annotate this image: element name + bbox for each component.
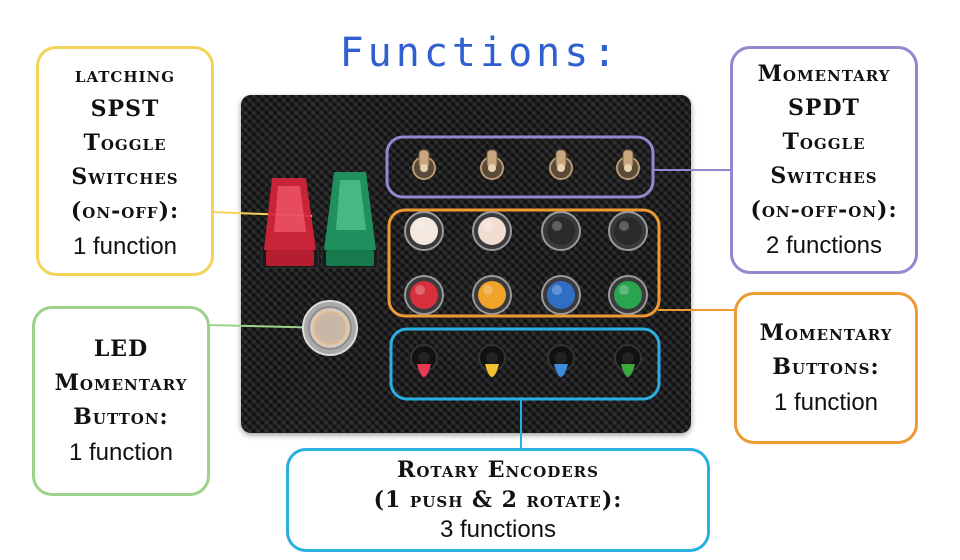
rotary-encoders-callout: Rotary Encoders (1 push & 2 rotate): 3 f… — [286, 448, 710, 552]
spdt-switch-heading: Momentary SPDT Toggle Switches (on-off-o… — [750, 61, 898, 223]
control-panel — [241, 95, 691, 433]
momentary-buttons-functions: 1 function — [773, 389, 879, 416]
momentary-buttons-callout: Momentary Buttons: 1 function — [734, 292, 918, 444]
spdt-switch-callout: Momentary SPDT Toggle Switches (on-off-o… — [730, 46, 918, 274]
latching-switch-heading: latching SPST Toggle Switches (on-off): — [70, 62, 180, 224]
rotary-encoders-heading: Rotary Encoders (1 push & 2 rotate): — [373, 457, 623, 513]
rotary-encoders-functions: 3 functions — [439, 516, 557, 543]
latching-switch-callout: latching SPST Toggle Switches (on-off): … — [36, 46, 214, 276]
led-button-heading: LED Momentary Button: — [54, 336, 188, 430]
latching-switch-functions: 1 function — [72, 233, 178, 260]
page-title: Functions: — [339, 30, 621, 76]
spdt-switch-functions: 2 functions — [765, 232, 883, 259]
led-button-functions: 1 function — [68, 439, 174, 466]
led-button-callout: LED Momentary Button: 1 function — [32, 306, 210, 496]
momentary-buttons-heading: Momentary Buttons: — [759, 320, 893, 380]
